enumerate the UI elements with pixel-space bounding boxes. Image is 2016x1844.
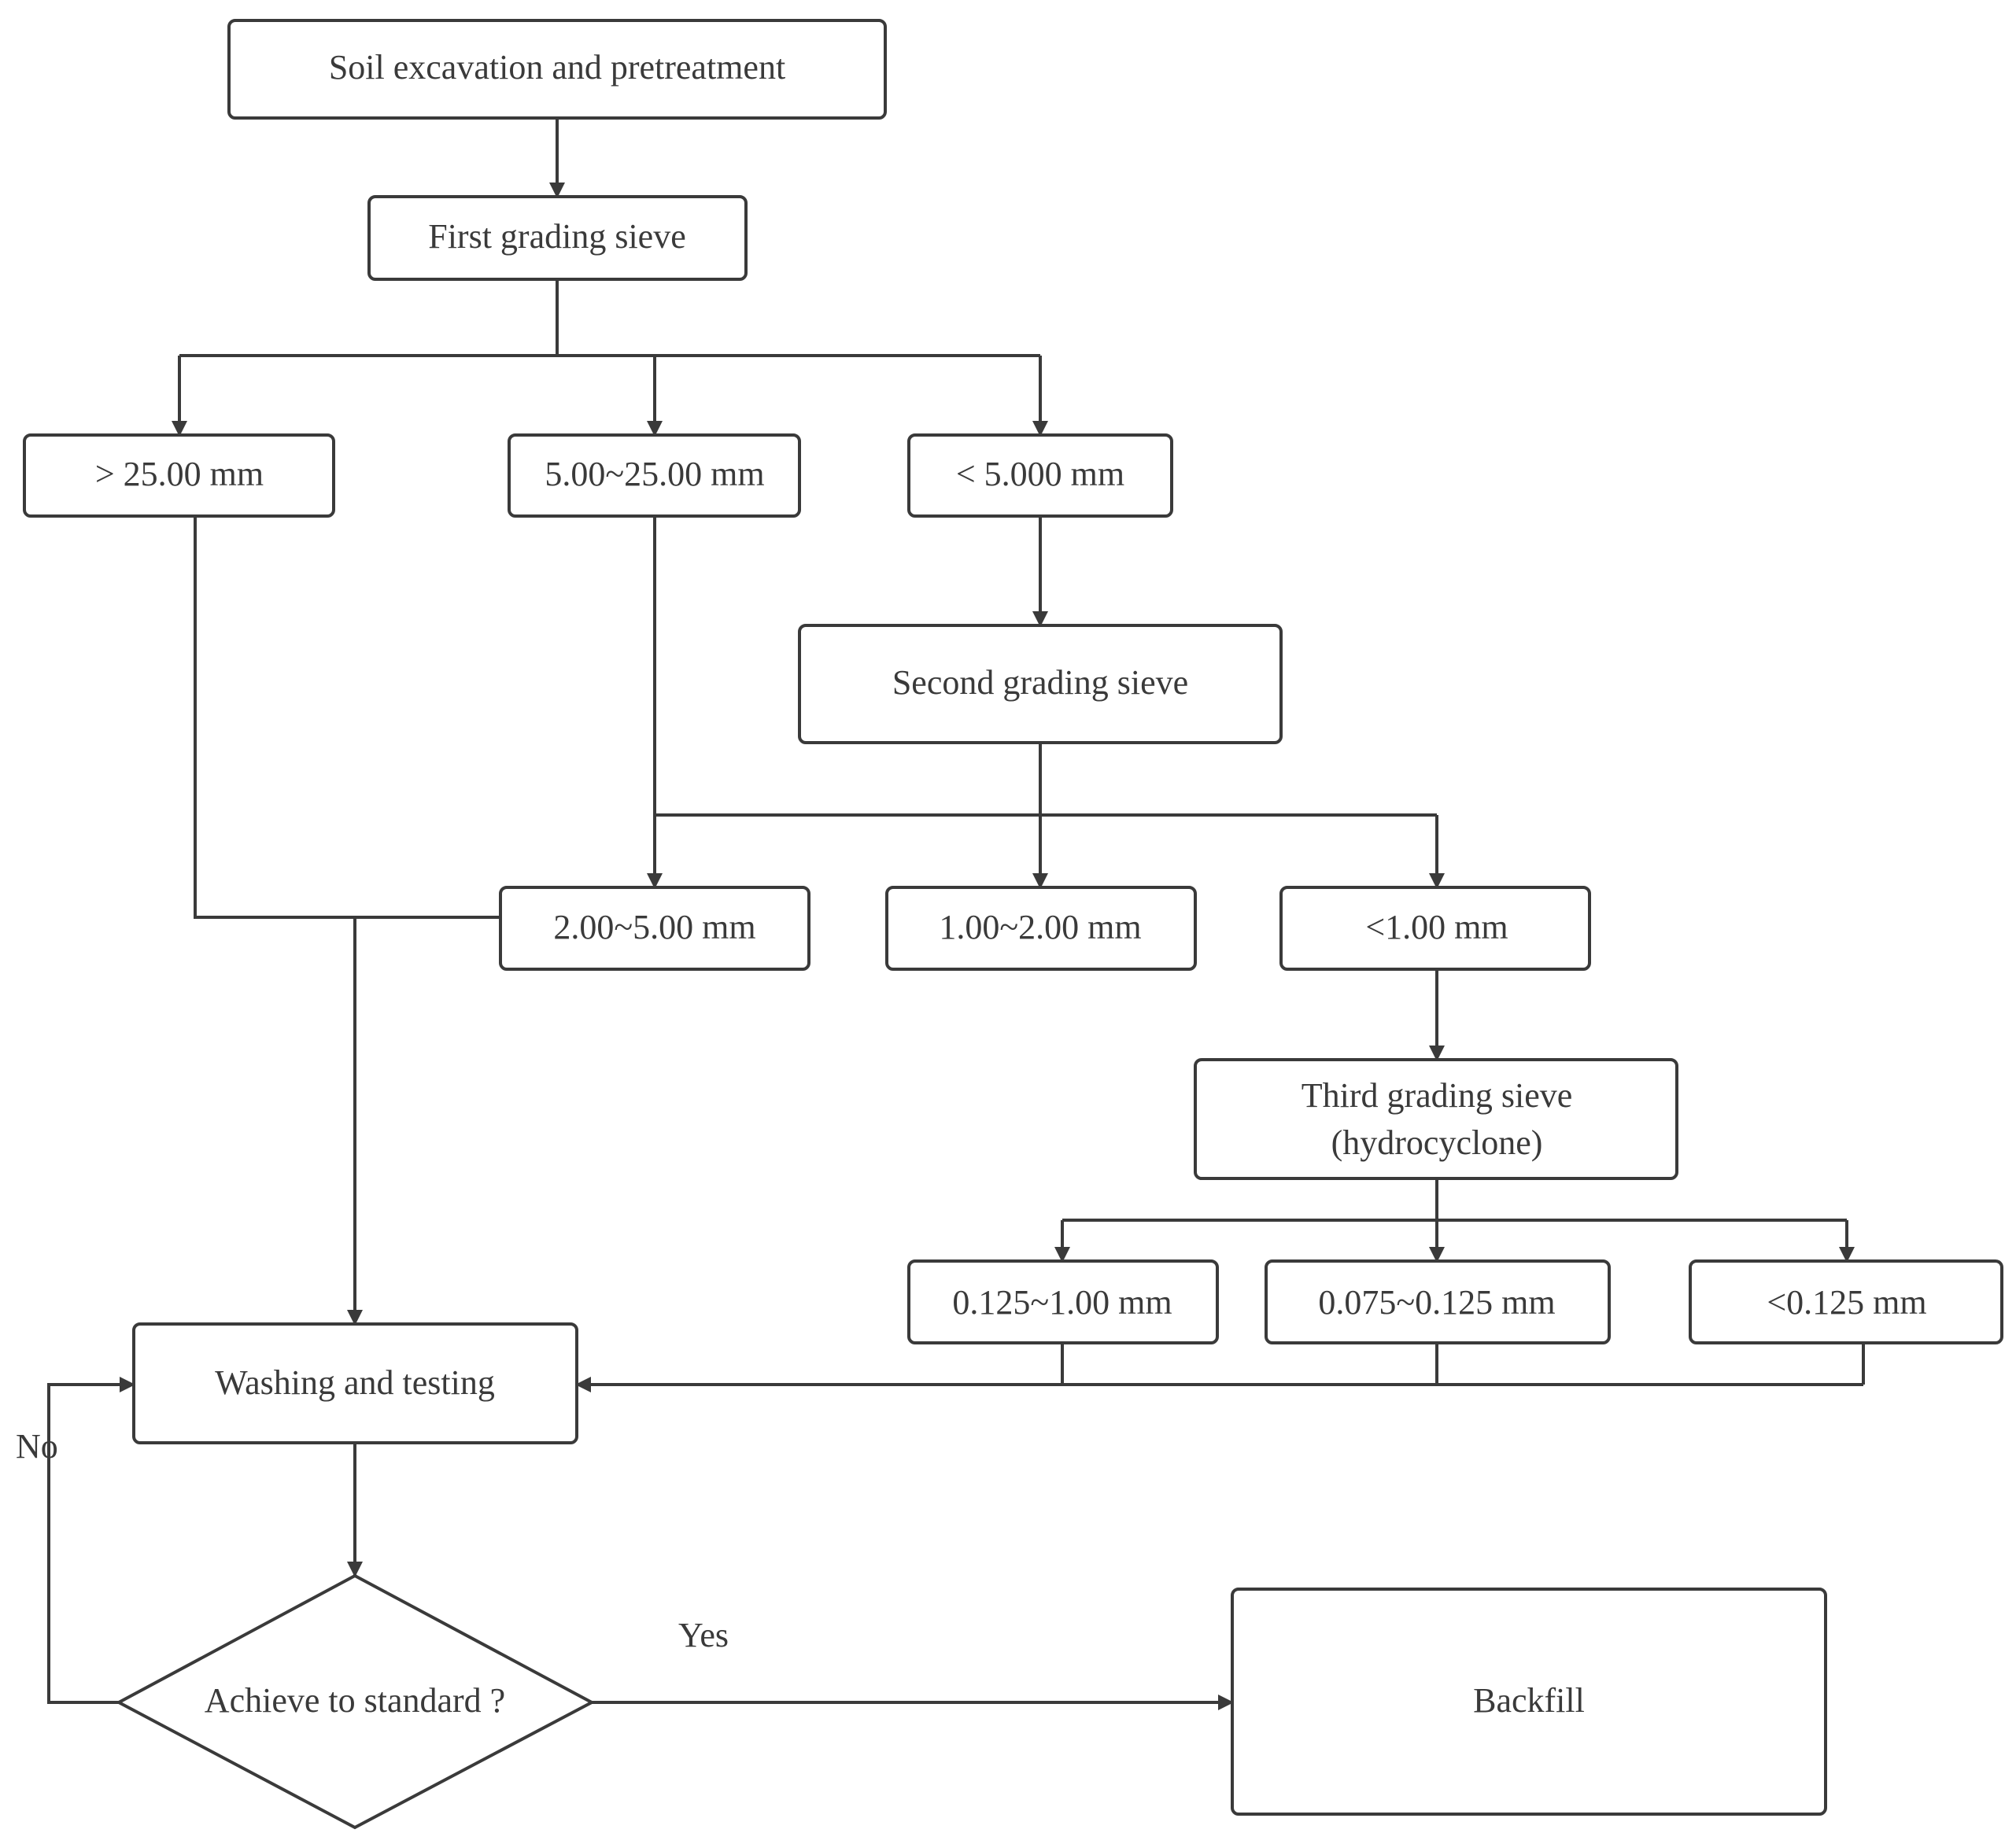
node-gt-25mm: > 25.00 mm bbox=[23, 433, 335, 518]
node-second-grading-sieve: Second grading sieve bbox=[798, 624, 1283, 744]
node-0125-1mm: 0.125~1.00 mm bbox=[907, 1259, 1219, 1344]
node-lt-0125mm: <0.125 mm bbox=[1689, 1259, 2003, 1344]
node-label: Second grading sieve bbox=[892, 663, 1188, 702]
node-label: <1.00 mm bbox=[1365, 908, 1508, 946]
node-washing-and-testing: Washing and testing bbox=[132, 1322, 578, 1444]
node-label: 0.125~1.00 mm bbox=[952, 1283, 1172, 1322]
node-0075-0125mm: 0.075~0.125 mm bbox=[1265, 1259, 1611, 1344]
node-first-grading-sieve: First grading sieve bbox=[367, 195, 748, 281]
node-2-5mm: 2.00~5.00 mm bbox=[499, 886, 810, 971]
node-label: First grading sieve bbox=[428, 217, 686, 256]
edge-first-sieve-split bbox=[179, 279, 1040, 357]
node-backfill: Backfill bbox=[1231, 1588, 1827, 1816]
node-label: 2.00~5.00 mm bbox=[553, 908, 755, 946]
node-label: Soil excavation and pretreatment bbox=[329, 48, 785, 87]
node-label: > 25.00 mm bbox=[95, 455, 264, 493]
node-decision-achieve-standard: Achieve to standard ? bbox=[115, 1573, 596, 1830]
edge-fines-to-washing bbox=[577, 1343, 1865, 1385]
edge-label-yes: Yes bbox=[678, 1616, 729, 1654]
node-label-line1: Third grading sieve bbox=[1302, 1076, 1573, 1115]
edge-decision-no-loop bbox=[47, 1377, 135, 1704]
node-label: 0.075~0.125 mm bbox=[1318, 1283, 1555, 1322]
node-label: 5.00~25.00 mm bbox=[545, 455, 764, 493]
edge-second-sieve-split bbox=[655, 743, 1437, 817]
node-third-grading-sieve: Third grading sieve (hydrocyclone) bbox=[1194, 1058, 1678, 1180]
node-soil-excavation: Soil excavation and pretreatment bbox=[227, 19, 887, 120]
edges bbox=[47, 118, 1865, 1710]
node-label: Achieve to standard ? bbox=[205, 1681, 505, 1720]
node-label: 1.00~2.00 mm bbox=[939, 908, 1141, 946]
node-label-line2: (hydrocyclone) bbox=[1331, 1123, 1543, 1162]
node-lt-1mm: <1.00 mm bbox=[1279, 886, 1591, 971]
node-label: <0.125 mm bbox=[1767, 1283, 1926, 1322]
node-lt-5mm: < 5.000 mm bbox=[907, 433, 1173, 518]
node-label: < 5.000 mm bbox=[956, 455, 1124, 493]
edge-third-sieve-split bbox=[1062, 1178, 1847, 1222]
edge-label-no: No bbox=[16, 1427, 58, 1466]
node-5-25mm: 5.00~25.00 mm bbox=[508, 433, 801, 518]
node-1-2mm: 1.00~2.00 mm bbox=[885, 886, 1197, 971]
node-label: Washing and testing bbox=[215, 1363, 495, 1402]
edge-coarse-to-washing bbox=[194, 516, 500, 1324]
node-label: Backfill bbox=[1473, 1681, 1585, 1720]
